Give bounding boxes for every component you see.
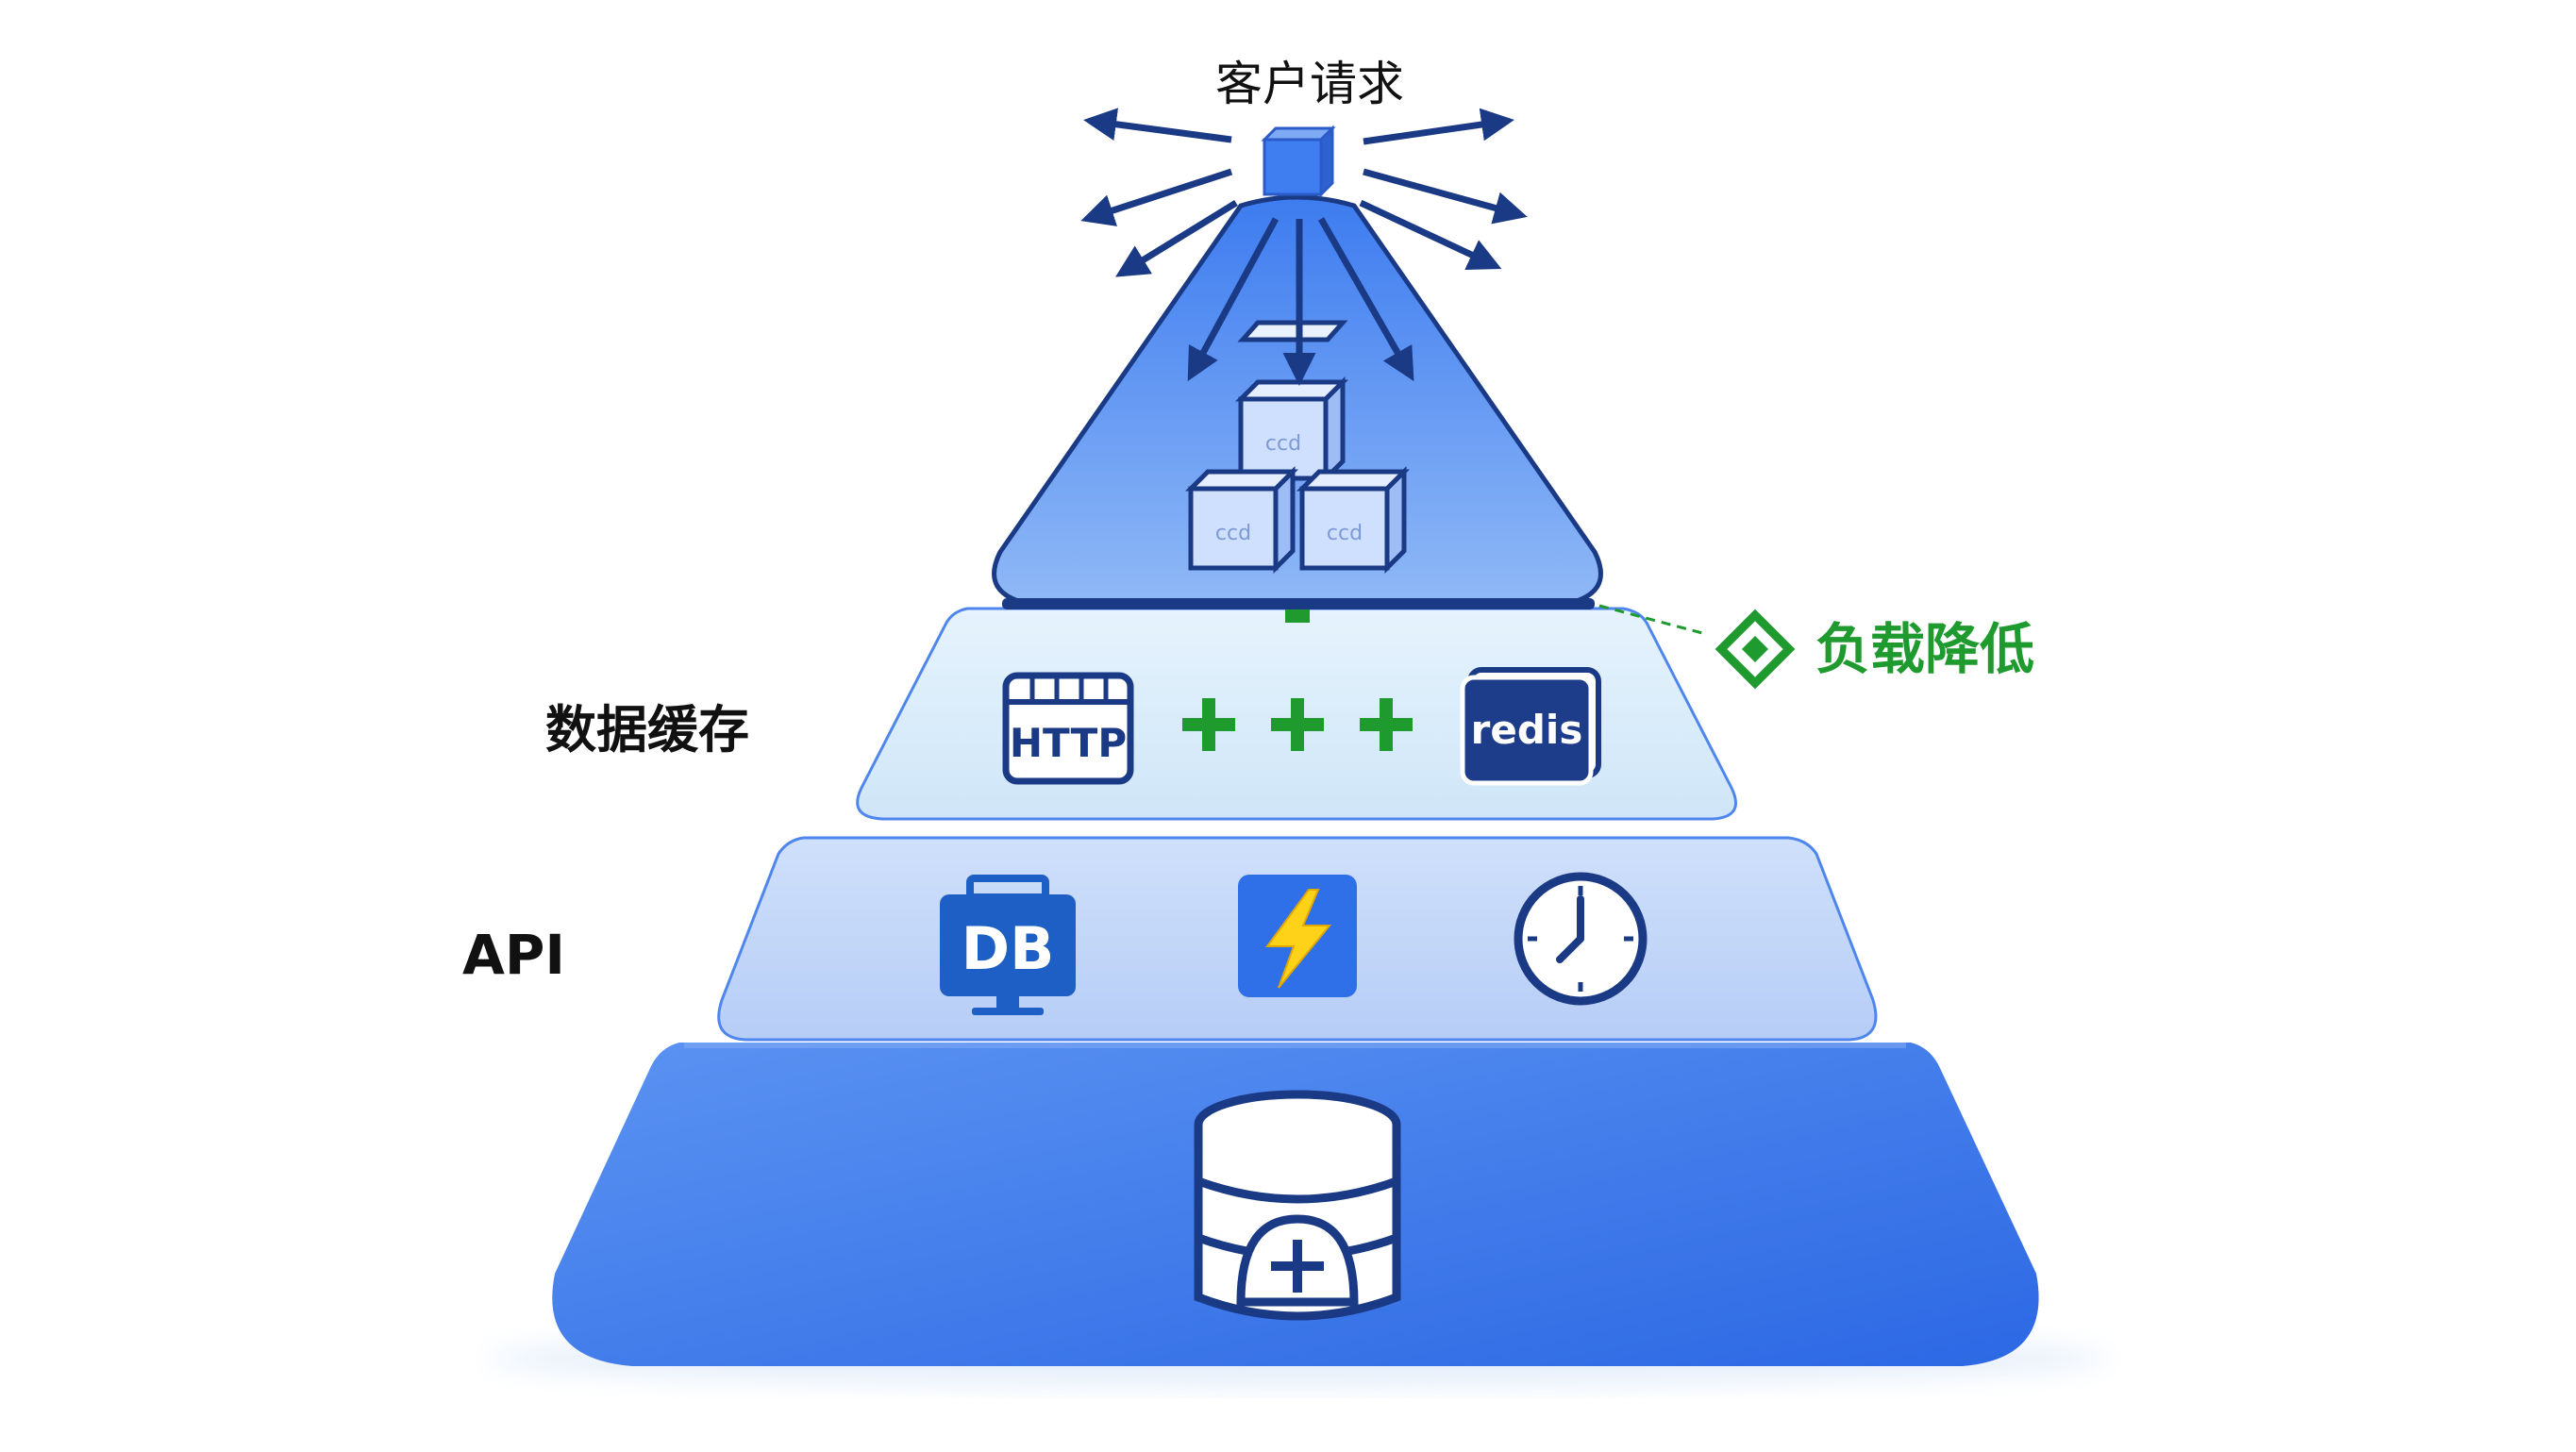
cache-label: 数据缓存 [545, 700, 749, 759]
svg-text:ccd: ccd [1265, 432, 1301, 456]
db-icon-text: DB [962, 914, 1055, 983]
svg-text:ccd: ccd [1215, 522, 1251, 545]
db-monitor-icon: DB [940, 875, 1076, 1015]
request-cube-icon [1261, 125, 1336, 198]
load-annotation: 负载降低 [1598, 604, 2034, 690]
diagram-title: 客户请求 [1215, 57, 1404, 111]
api-label: API [462, 923, 565, 987]
plus-icon-1 [1182, 698, 1235, 751]
lightning-icon [1238, 875, 1357, 997]
diamond-icon [1715, 609, 1796, 690]
redis-icon-text: redis [1471, 707, 1583, 753]
http-icon: HTTP [1002, 672, 1134, 785]
database-add-icon [1194, 1090, 1401, 1321]
svg-text:ccd: ccd [1327, 522, 1363, 545]
http-icon-text: HTTP [1010, 720, 1127, 766]
request-arrows [1080, 108, 1528, 386]
annotation-text: 负载降低 [1815, 617, 2034, 681]
plus-icon-2 [1271, 698, 1324, 751]
server-cubes-icon: ccd ccd ccd [1184, 320, 1411, 575]
redis-icon: redis [1460, 667, 1601, 786]
plus-icon-3 [1360, 698, 1413, 751]
clock-icon [1514, 872, 1648, 1006]
